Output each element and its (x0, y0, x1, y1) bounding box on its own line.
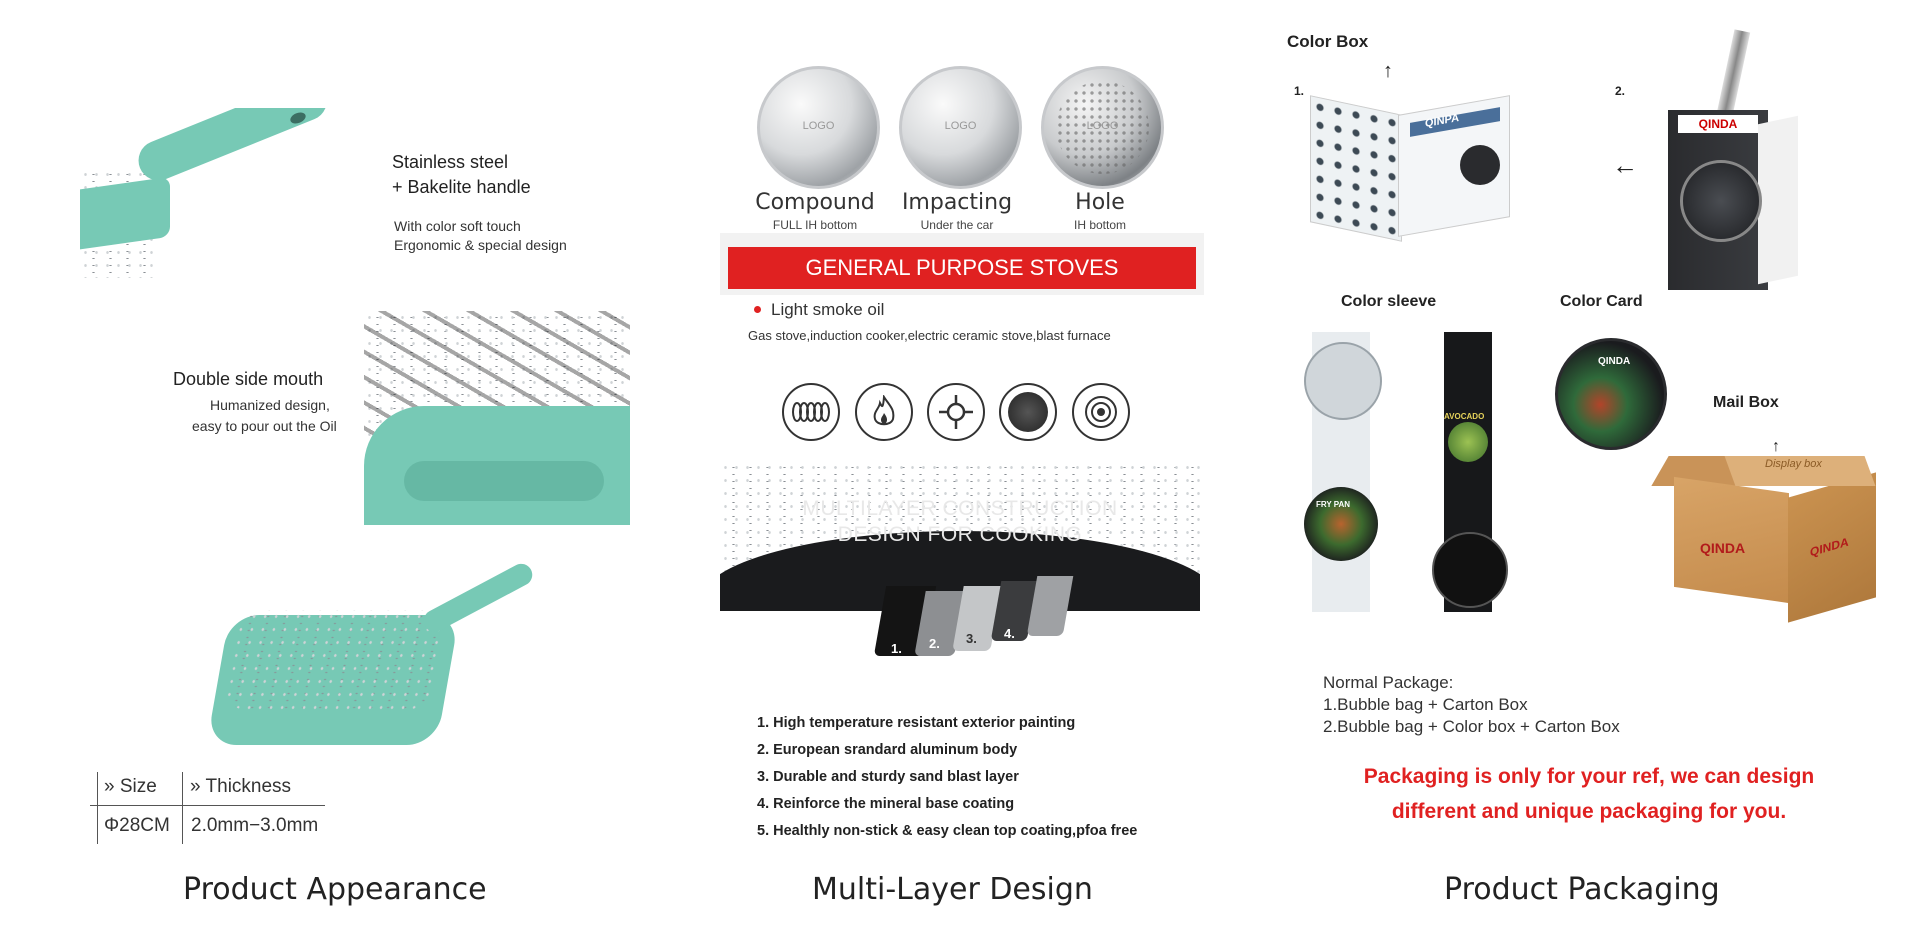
disc-logo: LOGO (802, 120, 835, 133)
ceramic-plate-icon (999, 383, 1057, 441)
caption-multilayer: Multi-Layer Design (812, 872, 1093, 907)
stoves-banner: GENERAL PURPOSE STOVES (728, 247, 1196, 289)
disc-title: Impacting (901, 190, 1013, 215)
layer-number: 4. (1004, 626, 1015, 641)
layer-item: 5. Healthly non-stick & easy clean top c… (757, 823, 1138, 839)
color-box-title: Color Box (1287, 32, 1369, 51)
mail-box-title: Mail Box (1713, 394, 1779, 411)
mail-box-photo: Display box QINDA QINDA (1651, 440, 1885, 623)
normal-package-title: Normal Package: (1323, 673, 1454, 692)
handle-title-1: Stainless steel (392, 152, 509, 172)
color-box-2-photo: QINDA (1660, 29, 1810, 290)
layers-list: 1. High temperature resistant exterior p… (757, 714, 1137, 849)
sleeve-label-2: AVOCADO (1444, 412, 1485, 421)
arrow-left-icon: ← (1612, 150, 1638, 180)
pkg-num-2: 2. (1615, 84, 1626, 98)
handle-sub-2: Ergonomic & special design (394, 237, 567, 253)
handle-title-2: + Bakelite handle (392, 177, 531, 197)
handle-photo (80, 108, 340, 278)
construction-line-2: DESIGN FOR COOKING (837, 523, 1083, 546)
arrow-up-icon: ↑ (1383, 60, 1393, 82)
sleeve-label: FRY PAN (1316, 500, 1351, 509)
size-header: » Size (104, 776, 157, 797)
mouth-title: Double side mouth (173, 369, 324, 389)
stoves-line: Gas stove,induction cooker,electric cera… (748, 328, 1111, 343)
color-card-photo: QINDA (1555, 338, 1667, 450)
layer-item: 2. European srandard aluminum body (757, 742, 1018, 758)
disc-title: Compound (755, 190, 875, 215)
gas-burner-icon (927, 383, 985, 441)
handle-sub-1: With color soft touch (394, 218, 521, 234)
layer-item: 3. Durable and sturdy sand blast layer (757, 769, 1019, 785)
caption-packaging: Product Packaging (1444, 872, 1720, 907)
arrow-up-small-icon: ↑ (1772, 438, 1780, 455)
pkg-num-1: 1. (1294, 84, 1305, 98)
disc-hole: LOGO (1041, 66, 1164, 189)
disc-compound: LOGO (757, 66, 880, 189)
disc-sub: IH bottom (1073, 218, 1127, 232)
mouth-sub-2: easy to pour out the Oil (192, 418, 337, 434)
mouth-sub-1: Humanized design, (210, 397, 330, 413)
construction-line-1: MULTILAYER CONSTRUCTION (802, 497, 1118, 520)
packaging-note-1: Packaging is only for your ref, we can d… (1363, 765, 1815, 788)
layer-item: 4. Reinforce the mineral base coating (757, 796, 1015, 812)
layer-number: 1. (891, 641, 902, 656)
bullet-dot-icon (754, 306, 761, 313)
coil-stove-icon (782, 383, 840, 441)
thickness-header-label: Thickness (205, 776, 292, 797)
flame-icon (855, 383, 913, 441)
packaging-note-2: different and unique packaging for you. (1391, 800, 1787, 823)
disc-impacting: LOGO (899, 66, 1022, 189)
disc-logo: LOGO (1086, 120, 1119, 133)
layer-number: 3. (966, 631, 977, 646)
disc-sub: FULL IH bottom (772, 218, 858, 232)
induction-icon (1072, 383, 1130, 441)
color-sleeve-1-photo: FRY PAN (1304, 332, 1382, 612)
layer-number: 5. (1040, 646, 1051, 661)
layer-number: 2. (929, 636, 940, 651)
disc-sub: Under the car (920, 218, 994, 232)
mail-box-brand: QINDA (1700, 540, 1746, 556)
color-sleeve-title: Color sleeve (1341, 293, 1437, 310)
color-sleeve-2-photo: AVOCADO (1430, 332, 1508, 612)
disc-logo: LOGO (944, 120, 977, 133)
layer-item: 1. High temperature resistant exterior p… (757, 715, 1076, 731)
normal-package-1: 1.Bubble bag + Carton Box (1323, 695, 1528, 714)
mouth-photo (364, 311, 630, 525)
display-box-label: Display box (1765, 458, 1822, 470)
normal-package-2: 2.Bubble bag + Color box + Carton Box (1323, 717, 1620, 736)
disc-title: Hole (1075, 190, 1125, 215)
thickness-header: » Thickness (190, 776, 292, 797)
multilayer-photo: MULTILAYER CONSTRUCTION DESIGN FOR COOKI… (720, 461, 1200, 698)
thickness-value: 2.0mm−3.0mm (191, 815, 319, 836)
size-header-label: Size (119, 776, 157, 797)
card-brand: QINDA (1598, 356, 1631, 367)
color-box-photo: QINPA (1310, 85, 1510, 245)
color-card-title: Color Card (1560, 293, 1643, 310)
caption-appearance: Product Appearance (183, 872, 487, 907)
size-value: Φ28CM (104, 815, 170, 836)
bullet-text: Light smoke oil (771, 300, 885, 319)
box-2-brand: QINDA (1678, 115, 1758, 133)
grill-pan-photo (206, 559, 540, 750)
banner-frame: GENERAL PURPOSE STOVES (720, 233, 1204, 295)
